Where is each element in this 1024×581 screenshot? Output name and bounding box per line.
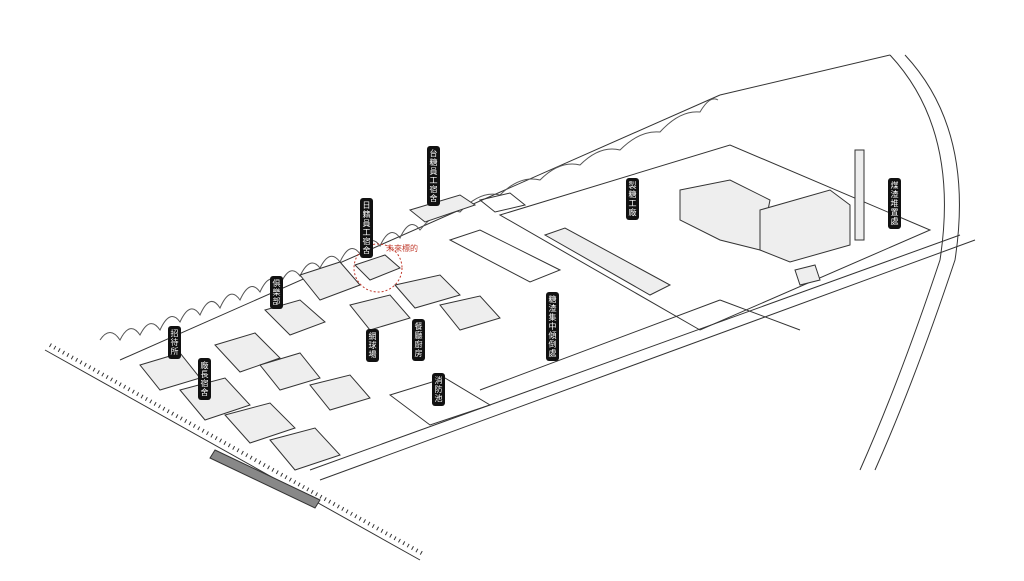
label-cinder-storage: 煤渣堆置處 xyxy=(888,178,901,229)
buildings xyxy=(139,149,865,471)
label-sugar-residue-dump: 糖渣集中傾倒處 xyxy=(546,292,559,361)
train xyxy=(209,449,321,509)
tree-row xyxy=(99,98,719,341)
courts xyxy=(388,192,562,426)
label-club: 俱樂部 xyxy=(270,276,283,309)
factory-compound-wall xyxy=(498,144,932,331)
label-future-target: 未來標的 xyxy=(386,244,418,253)
label-taisugar-staff-dorm: 台糖員工宿舍 xyxy=(427,146,440,206)
label-sugar-factory: 製糖工廠 xyxy=(626,178,639,220)
label-guesthouse: 招待所 xyxy=(168,326,181,359)
label-japanese-staff-dorm: 日籍員工宿舍 xyxy=(360,198,373,258)
label-director-dorm: 廠長宿舍 xyxy=(198,358,211,400)
railway xyxy=(44,343,426,561)
future-target-circle xyxy=(353,243,403,293)
roads xyxy=(119,54,976,481)
label-restaurant-kitchen: 餐廳廚房 xyxy=(412,319,425,361)
label-fire-pond: 消防池 xyxy=(432,373,445,406)
label-tennis-court: 網球場 xyxy=(366,329,379,362)
